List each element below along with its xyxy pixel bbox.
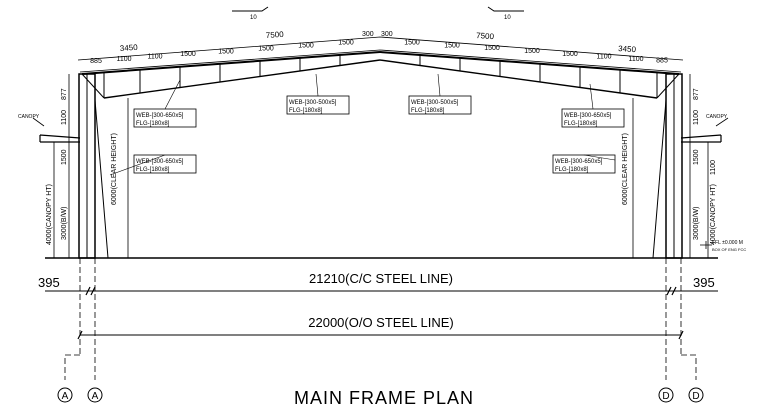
segment-label: 1100 (116, 56, 131, 63)
svg-text:CANOPY: CANOPY (706, 114, 728, 120)
svg-text:WEB-[300-500x5]: WEB-[300-500x5] (289, 100, 337, 106)
svg-text:WEB-[300-650x5]: WEB-[300-650x5] (136, 159, 184, 165)
canopy-left: CANOPY (18, 114, 81, 143)
svg-text:7500: 7500 (266, 30, 285, 40)
svg-text:WEB-[300-650x5]: WEB-[300-650x5] (564, 113, 612, 119)
slope-indicator-right: 10 (487, 6, 524, 21)
svg-text:FLG-[180x8]: FLG-[180x8] (136, 121, 170, 127)
svg-text:4000(CANOPY HT): 4000(CANOPY HT) (710, 184, 717, 245)
grid-marker-d-left: D (658, 387, 674, 403)
svg-text:10: 10 (250, 15, 257, 21)
svg-text:1100: 1100 (693, 110, 700, 125)
segment-label: 1100 (596, 53, 611, 60)
svg-text:1100: 1100 (61, 110, 68, 125)
svg-text:3450: 3450 (618, 44, 637, 54)
svg-text:877: 877 (693, 88, 700, 100)
svg-text:CANOPY: CANOPY (18, 114, 40, 120)
segment-label: 1500 (298, 42, 314, 49)
svg-text:BOX OF ENG FCC: BOX OF ENG FCC (712, 247, 746, 252)
grid-marker-d-right: D (688, 387, 704, 403)
svg-text:FLG-[180x8]: FLG-[180x8] (564, 121, 598, 127)
segment-label: 1500 (258, 45, 274, 52)
level-note: FFL ±0.000 M BOX OF ENG FCC (700, 240, 746, 252)
top-dimensions: 3450 3450 7500 7500 300 300 (77, 30, 684, 73)
member-tag: WEB-[300-500x5] FLG-[180x8] (286, 73, 350, 115)
span-dimension-oo: 22000(O/O STEEL LINE) (77, 315, 684, 340)
svg-text:22000(O/O STEEL LINE): 22000(O/O STEEL LINE) (308, 315, 453, 330)
segment-label: 1500 (180, 51, 196, 58)
span-dimension-cc: 21210(C/C STEEL LINE) 395 395 (38, 271, 718, 296)
right-vertical-dims: 877 1100 1500 1100 4000(CANOPY HT) 3000(… (689, 74, 717, 258)
svg-text:3450: 3450 (120, 43, 139, 53)
column-left (78, 73, 109, 259)
segment-label: 1500 (562, 51, 578, 58)
member-tag: WEB-[300-650x5] FLG-[180x8] (561, 83, 625, 128)
member-tag: WEB-[300-650x5] FLG-[180x8] (133, 79, 197, 128)
svg-text:A: A (62, 391, 69, 402)
column-right (652, 73, 683, 259)
svg-text:300: 300 (362, 31, 374, 38)
svg-text:1500: 1500 (61, 149, 68, 165)
svg-text:WEB-[300-650x5]: WEB-[300-650x5] (555, 159, 603, 165)
grid-marker-a-left: A (57, 387, 73, 403)
svg-text:FLG-[180x8]: FLG-[180x8] (136, 167, 170, 173)
member-tags: WEB-[300-650x5]FLG-[180x8]WEB-[300-500x5… (109, 73, 625, 176)
segment-label: 1500 (218, 48, 234, 55)
svg-text:FFL ±0.000 M: FFL ±0.000 M (712, 240, 743, 246)
grid-lines (64, 258, 697, 380)
segment-label: 1100 (628, 56, 643, 63)
clear-height-right: 6000(CLEAR HEIGHT) (622, 133, 629, 205)
rafter-right (379, 51, 680, 99)
svg-text:300: 300 (381, 31, 393, 38)
svg-text:877: 877 (61, 88, 68, 100)
segment-labels: 885 1100 1100 1500 1500 1500 1500 1500 1500 1500 1… (90, 39, 668, 65)
member-tag: WEB-[300-650x5] FLG-[180x8] (552, 154, 616, 174)
clear-height-left: 6000(CLEAR HEIGHT) (111, 133, 118, 205)
left-vertical-dims: 877 1100 1500 4000(CANOPY HT) 3000(B/W) (46, 74, 70, 258)
svg-text:4000(CANOPY HT): 4000(CANOPY HT) (46, 184, 53, 245)
svg-text:FLG-[180x8]: FLG-[180x8] (289, 108, 323, 114)
svg-text:395: 395 (693, 275, 715, 290)
svg-text:1100: 1100 (710, 160, 717, 175)
segment-label: 1500 (524, 48, 540, 55)
member-tag: WEB-[300-650x5] FLG-[180x8] (109, 154, 197, 176)
svg-text:21210(C/C STEEL LINE): 21210(C/C STEEL LINE) (309, 271, 453, 286)
rafter-left (81, 51, 381, 99)
svg-text:D: D (662, 391, 669, 402)
svg-text:10: 10 (504, 15, 511, 21)
segment-label: 1500 (484, 45, 500, 52)
segment-label: 885 (90, 58, 102, 65)
segment-label: 1500 (444, 42, 460, 49)
svg-text:1500: 1500 (693, 149, 700, 165)
slope-indicator-left: 10 (232, 6, 269, 21)
grid-marker-a-right: A (87, 387, 103, 403)
svg-text:WEB-[300-650x5]: WEB-[300-650x5] (136, 113, 184, 119)
segment-label: 1500 (338, 40, 354, 47)
canopy-right: CANOPY (680, 114, 729, 143)
svg-text:3000(B/W): 3000(B/W) (693, 207, 700, 240)
member-tag: WEB-[300-500x5] FLG-[180x8] (408, 73, 472, 115)
rafter-stiffeners (103, 54, 658, 98)
svg-text:395: 395 (38, 275, 60, 290)
segment-label: 1100 (147, 54, 162, 61)
svg-text:FLG-[180x8]: FLG-[180x8] (411, 108, 445, 114)
svg-text:D: D (692, 391, 699, 402)
svg-text:FLG-[180x8]: FLG-[180x8] (555, 167, 589, 173)
svg-text:3000(B/W): 3000(B/W) (61, 207, 68, 240)
svg-text:WEB-[300-500x5]: WEB-[300-500x5] (411, 100, 459, 106)
svg-text:A: A (92, 391, 99, 402)
segment-label: 885 (656, 58, 668, 65)
page-title: MAIN FRAME PLAN (294, 388, 474, 408)
svg-text:7500: 7500 (476, 31, 495, 41)
segment-label: 1500 (404, 39, 420, 46)
